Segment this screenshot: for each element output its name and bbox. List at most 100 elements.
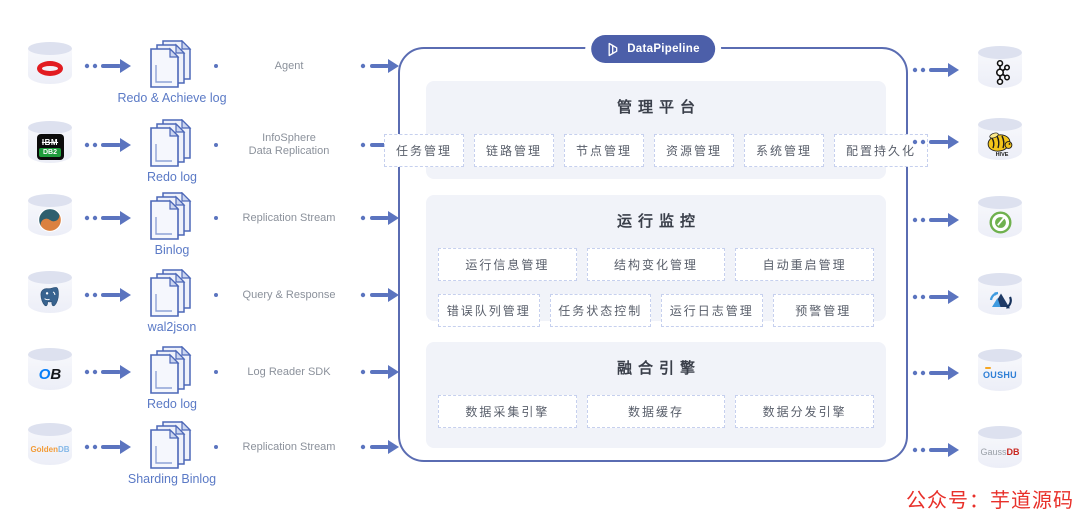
section-management-platform: 管理平台 任务管理 链路管理 节点管理 资源管理 系统管理 配置持久化 bbox=[383, 81, 929, 179]
log-type-label: Sharding Binlog bbox=[127, 472, 217, 486]
log-type-label: wal2json bbox=[147, 320, 197, 334]
brand-name: DataPipeline bbox=[627, 43, 700, 55]
greenplum-icon bbox=[978, 196, 1022, 244]
module-box: 任务状态控制 bbox=[549, 294, 651, 327]
section-fusion-engine: 融合引擎 数据采集引擎 数据缓存 数据分发引擎 bbox=[426, 342, 886, 448]
channel-label: Replication Stream bbox=[242, 211, 336, 224]
flow-arrow-icon bbox=[84, 440, 131, 454]
log-files-icon: Redo log bbox=[144, 340, 200, 411]
dot-separator bbox=[214, 370, 218, 374]
module-box: 资源管理 bbox=[654, 134, 735, 167]
log-files-icon: Binlog bbox=[144, 186, 200, 257]
gaussdb-icon: GaussDB bbox=[978, 426, 1022, 474]
dot-separator bbox=[214, 64, 218, 68]
module-box: 运行信息管理 bbox=[438, 248, 577, 281]
flow-arrow-icon bbox=[912, 135, 959, 149]
module-box: 预警管理 bbox=[772, 294, 874, 327]
module-box: 配置持久化 bbox=[834, 134, 929, 167]
log-type-label: Redo log bbox=[146, 170, 198, 184]
dot-separator bbox=[214, 445, 218, 449]
log-files-icon: wal2json bbox=[144, 263, 200, 334]
source-row-postgresql: wal2json Query & Response bbox=[28, 263, 400, 334]
target-row-oushu: OUSHU bbox=[912, 341, 1072, 405]
channel-label: Replication Stream bbox=[242, 440, 336, 453]
module-box: 链路管理 bbox=[473, 134, 554, 167]
log-type-label: Binlog bbox=[154, 243, 190, 257]
kafka-icon bbox=[978, 46, 1022, 94]
flow-arrow-icon bbox=[84, 288, 131, 302]
section-title: 管理平台 bbox=[616, 99, 701, 116]
section-title: 运行监控 bbox=[616, 213, 701, 230]
channel-label: Agent bbox=[274, 59, 304, 72]
module-box: 节点管理 bbox=[563, 134, 644, 167]
flow-arrow-icon bbox=[360, 365, 399, 379]
log-files-icon: Redo log bbox=[144, 113, 200, 184]
ob-logo-b: B bbox=[50, 365, 62, 383]
target-row-kafka bbox=[912, 38, 1072, 102]
source-row-ibm-db2: IBM DB2 Redo log InfoSphere Data Replica… bbox=[28, 113, 400, 184]
datapipeline-panel: DataPipeline 管理平台 任务管理 链路管理 节点管理 资源管理 系统… bbox=[383, 35, 929, 462]
module-box: 自动重启管理 bbox=[735, 248, 875, 281]
channel-label: Log Reader SDK bbox=[247, 365, 331, 378]
source-row-oceanbase: OB Redo log Log Reader SDK bbox=[28, 340, 400, 411]
log-files-icon: Sharding Binlog bbox=[128, 415, 216, 486]
golden-logo-text: Golden bbox=[30, 444, 58, 454]
flow-arrow-icon bbox=[360, 59, 399, 73]
module-box: 运行日志管理 bbox=[661, 294, 763, 327]
goldendb-icon: GoldenDB bbox=[28, 423, 72, 471]
oushu-logo-text: OUSHU bbox=[982, 370, 1017, 380]
source-row-goldendb: GoldenDB Sharding Binlog Replication Str… bbox=[28, 415, 400, 486]
gaussdb-db-text: DB bbox=[1006, 447, 1020, 457]
oracle-db-icon bbox=[28, 42, 72, 90]
module-box: 数据采集引擎 bbox=[438, 395, 577, 428]
dot-separator bbox=[214, 216, 218, 220]
svg-text:HIVE: HIVE bbox=[996, 152, 1009, 158]
flow-arrow-icon bbox=[84, 211, 131, 225]
target-row-hive: HIVE bbox=[912, 110, 1072, 174]
flow-arrow-icon bbox=[912, 366, 959, 380]
mysql-icon bbox=[28, 194, 72, 242]
ob-logo-o: O bbox=[38, 365, 51, 383]
section-title: 融合引擎 bbox=[616, 360, 701, 377]
dot-separator bbox=[214, 143, 218, 147]
module-box: 系统管理 bbox=[744, 134, 825, 167]
ibm-db2-icon: IBM DB2 bbox=[28, 121, 72, 169]
section-operation-monitoring: 运行监控 运行信息管理 结构变化管理 自动重启管理 错误队列管理 任务状态控制 … bbox=[426, 195, 886, 327]
source-row-oracle: Redo & Achieve log Agent bbox=[28, 34, 400, 105]
gauss-logo-text: Gauss bbox=[980, 447, 1007, 457]
channel-label: InfoSphere Data Replication bbox=[248, 132, 330, 157]
lake-sync-icon bbox=[978, 273, 1022, 321]
flow-arrow-icon bbox=[360, 440, 399, 454]
flow-arrow-icon bbox=[912, 290, 959, 304]
datapipeline-logo-icon bbox=[608, 42, 618, 56]
target-row-gaussdb: GaussDB bbox=[912, 418, 1072, 482]
module-box: 数据缓存 bbox=[586, 395, 726, 428]
module-box: 错误队列管理 bbox=[438, 294, 540, 327]
flow-arrow-icon bbox=[360, 288, 399, 302]
channel-label: Query & Response bbox=[242, 288, 336, 301]
postgresql-icon bbox=[28, 271, 72, 319]
goldendb-db-text: DB bbox=[58, 444, 70, 454]
hive-icon: HIVE bbox=[978, 118, 1022, 166]
module-box: 结构变化管理 bbox=[586, 248, 726, 281]
module-box: 数据分发引擎 bbox=[735, 395, 875, 428]
datapipeline-logo-badge: DataPipeline bbox=[591, 35, 715, 63]
ibm-logo-text: IBM bbox=[41, 137, 59, 147]
module-box: 任务管理 bbox=[383, 134, 464, 167]
flow-arrow-icon bbox=[912, 63, 959, 77]
flow-arrow-icon bbox=[84, 59, 131, 73]
flow-arrow-icon bbox=[84, 365, 131, 379]
log-type-label: Redo log bbox=[146, 397, 198, 411]
oushu-icon: OUSHU bbox=[978, 349, 1022, 397]
dot-separator bbox=[214, 293, 218, 297]
flow-arrow-icon bbox=[912, 213, 959, 227]
source-row-mysql: Binlog Replication Stream bbox=[28, 186, 400, 257]
log-files-icon: Redo & Achieve log bbox=[117, 34, 227, 105]
oceanbase-icon: OB bbox=[28, 348, 72, 396]
db2-logo-text: DB2 bbox=[38, 147, 61, 157]
flow-arrow-icon bbox=[84, 138, 131, 152]
log-type-label: Redo & Achieve log bbox=[117, 91, 227, 105]
target-row-lake-sync bbox=[912, 265, 1072, 329]
flow-arrow-icon bbox=[360, 211, 399, 225]
